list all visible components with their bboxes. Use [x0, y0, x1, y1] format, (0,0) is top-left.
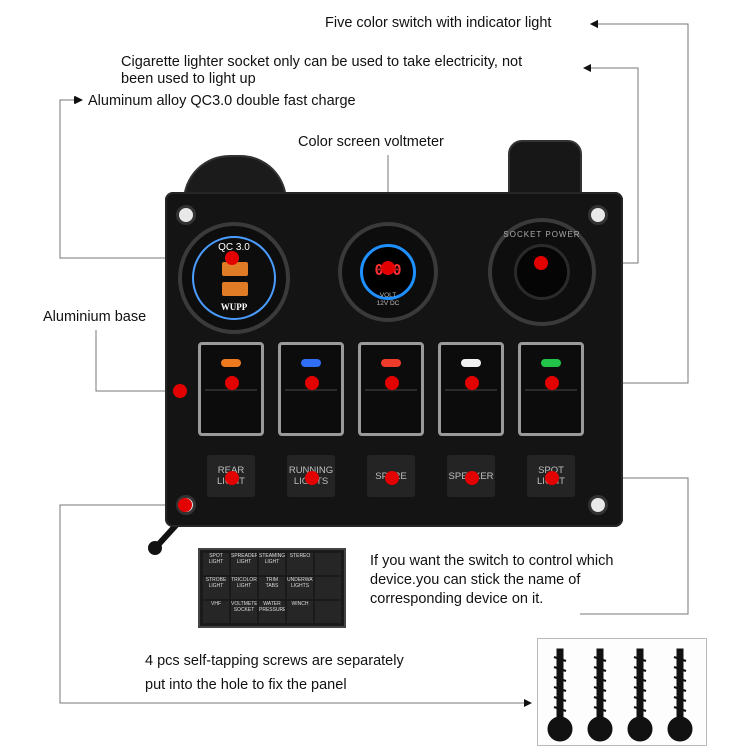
marker-dot: [534, 256, 548, 270]
mount-hole: [588, 205, 608, 225]
marker-dot: [385, 471, 399, 485]
indicator-led: [301, 359, 321, 367]
marker-dot: [465, 376, 479, 390]
marker-dot: [465, 471, 479, 485]
label-sticker-line3: corresponding device on it.: [370, 591, 544, 607]
marker-dot: [225, 471, 239, 485]
marker-dot: [545, 471, 559, 485]
label-sticker-line2: device.you can stick the name of: [370, 572, 581, 588]
usb-qc-text: QC 3.0: [218, 242, 250, 253]
label-cigarette-line1: Cigarette lighter socket only can be use…: [121, 54, 523, 70]
indicator-led: [461, 359, 481, 367]
indicator-led: [381, 359, 401, 367]
rocker-switch-2[interactable]: [278, 342, 344, 436]
usb-port-icon: [222, 282, 248, 296]
marker-dot: [225, 251, 239, 265]
label-qc-charger: Aluminum alloy QC3.0 double fast charge: [88, 93, 356, 109]
marker-dot: [545, 376, 559, 390]
indicator-led: [541, 359, 561, 367]
socket-text: SOCKET POWER: [503, 230, 581, 239]
qc-usb-charger: QC 3.0 WUPP: [178, 222, 290, 334]
indicator-led: [221, 359, 241, 367]
screws-icon: [547, 648, 693, 742]
usb-ring: [192, 236, 276, 320]
mount-hole: [588, 495, 608, 515]
socket-opening: [514, 244, 570, 300]
label-cigarette-line2: been used to light up: [121, 71, 256, 87]
usb-brand-text: WUPP: [220, 302, 248, 312]
marker-dot: [305, 376, 319, 390]
label-voltmeter: Color screen voltmeter: [298, 134, 444, 150]
marker-dot: [173, 384, 187, 398]
label-sticker-line1: If you want the switch to control which: [370, 553, 614, 569]
rocker-switch-5[interactable]: [518, 342, 584, 436]
marker-dot: [305, 471, 319, 485]
marker-dot: [381, 261, 395, 275]
voltmeter-label: VOLT 12V DC: [376, 292, 400, 307]
screws-image: [537, 638, 707, 746]
label-screws-line2: put into the hole to fix the panel: [145, 677, 347, 693]
marker-dot: [178, 498, 192, 512]
marker-dot: [225, 376, 239, 390]
cigarette-socket: SOCKET POWER: [488, 218, 596, 326]
mount-hole: [176, 205, 196, 225]
label-aluminium-base: Aluminium base: [43, 309, 147, 325]
label-five-color-switch: Five color switch with indicator light: [325, 15, 552, 31]
label-screws-line1: 4 pcs self-tapping screws are separately: [145, 653, 404, 669]
marker-dot: [385, 376, 399, 390]
usb-port-icon: [222, 262, 248, 276]
